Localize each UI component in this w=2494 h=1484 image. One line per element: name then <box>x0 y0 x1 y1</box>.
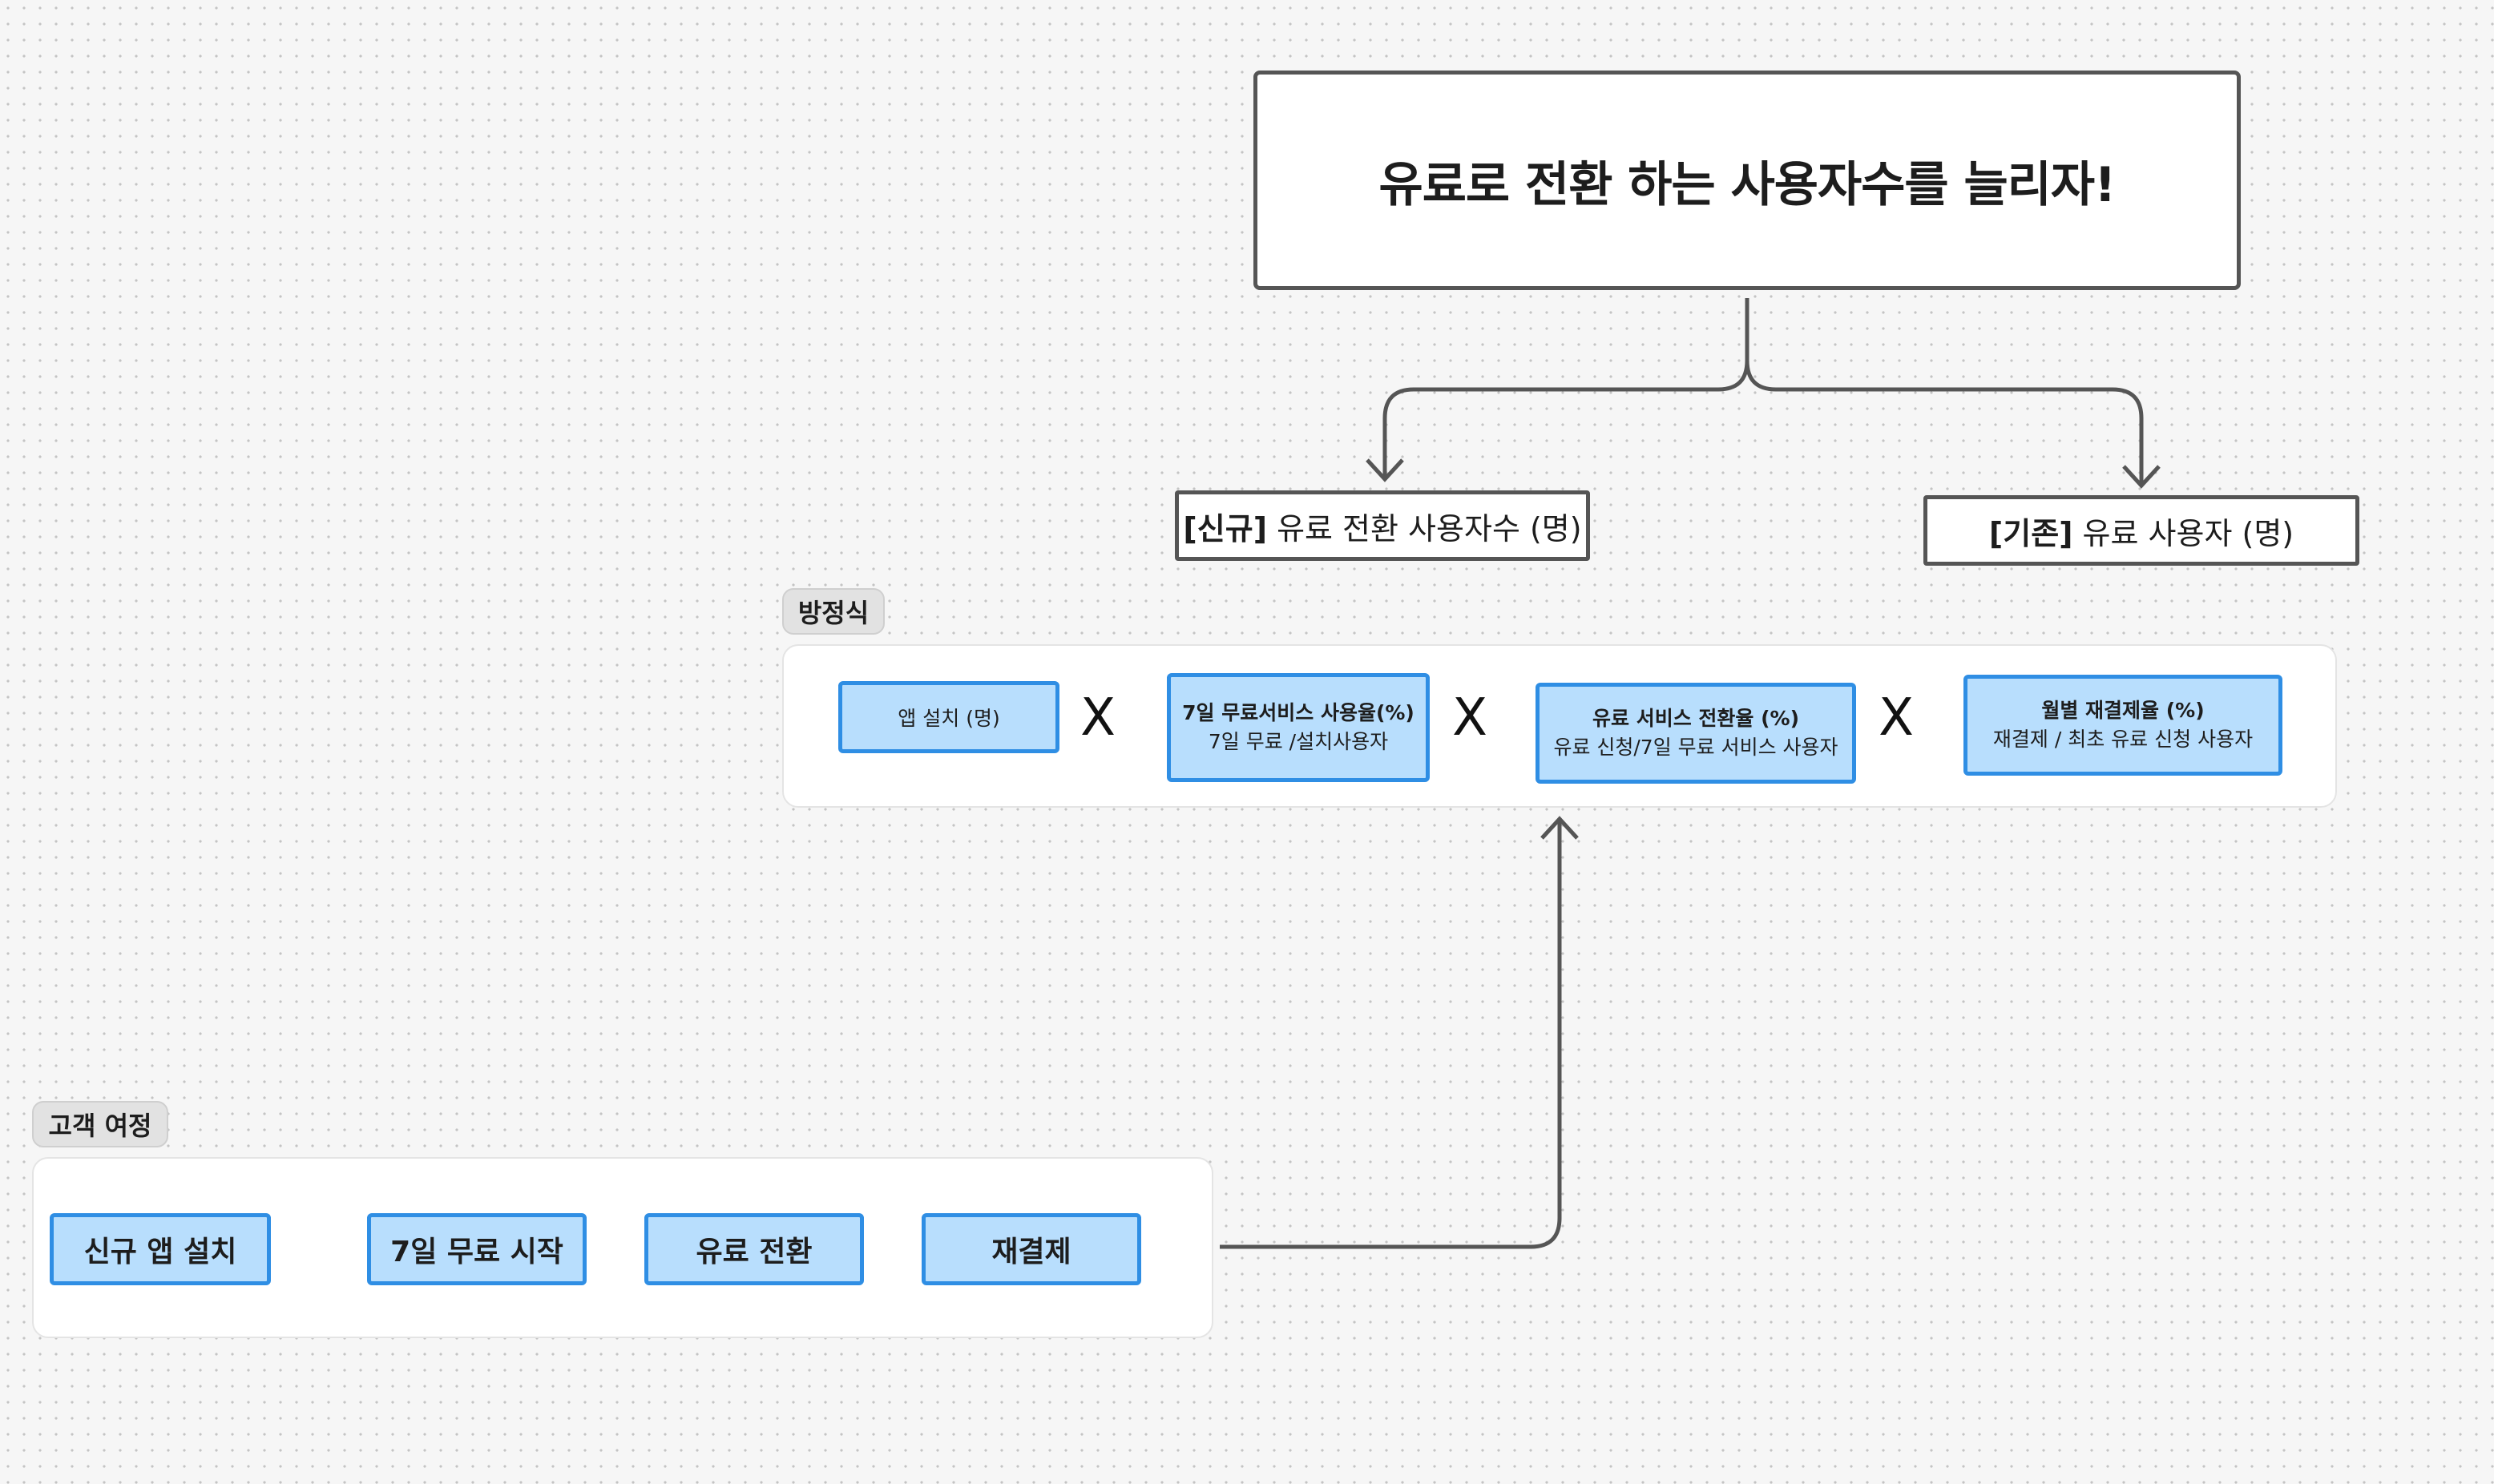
metric-new-paid-users[interactable]: [신규] 유료 전환 사용자수 (명) <box>1175 490 1590 561</box>
equation-term-app-installs[interactable]: 앱 설치 (명) <box>838 681 1059 753</box>
connector-journey-to-equation <box>1220 821 1562 1249</box>
multiply-operator-3: X <box>1879 688 1914 748</box>
metric-new-label: 유료 전환 사용자수 (명) <box>1277 510 1582 546</box>
journey-step-free-trial-start[interactable]: 7일 무료 시작 <box>367 1213 587 1285</box>
equation-tag: 방정식 <box>782 588 885 635</box>
term-3-title: 유료 서비스 전환율 (%) <box>1592 707 1799 730</box>
equation-term-monthly-repayment-rate[interactable]: 월별 재결제율 (%) 재결제 / 최초 유료 신청 사용자 <box>1963 675 2282 776</box>
journey-tag: 고객 여정 <box>32 1101 168 1147</box>
arrowhead-new <box>1366 458 1404 482</box>
equation-term-paid-conversion-rate[interactable]: 유료 서비스 전환율 (%) 유료 신청/7일 무료 서비스 사용자 <box>1536 683 1856 784</box>
metric-existing-paid-users[interactable]: [기존] 유료 사용자 (명) <box>1923 495 2359 566</box>
term-4-title: 월별 재결제율 (%) <box>2041 699 2205 722</box>
term-2-title: 7일 무료서비스 사용율(%) <box>1182 701 1414 724</box>
arrowhead-equation <box>1540 816 1579 840</box>
connector-goal-to-new <box>1382 298 1749 478</box>
term-1-label: 앱 설치 (명) <box>898 707 1000 730</box>
goal-box[interactable]: 유료로 전환 하는 사용자수를 늘리자! <box>1253 71 2241 290</box>
equation-term-free-trial-rate[interactable]: 7일 무료서비스 사용율(%) 7일 무료 /설치사용자 <box>1167 673 1430 782</box>
metric-existing-prefix: [기존] <box>1988 515 2073 551</box>
multiply-operator-2: X <box>1452 688 1487 748</box>
term-2-formula: 7일 무료 /설치사용자 <box>1208 730 1389 753</box>
journey-step-4-label: 재결제 <box>991 1236 1071 1268</box>
term-4-formula: 재결제 / 최초 유료 신청 사용자 <box>1992 728 2254 751</box>
journey-step-repayment[interactable]: 재결제 <box>922 1213 1141 1285</box>
journey-step-new-install[interactable]: 신규 앱 설치 <box>50 1213 271 1285</box>
journey-step-paid-conversion[interactable]: 유료 전환 <box>644 1213 864 1285</box>
journey-step-1-label: 신규 앱 설치 <box>83 1236 237 1268</box>
term-3-formula: 유료 신청/7일 무료 서비스 사용자 <box>1553 736 1838 759</box>
journey-step-2-label: 7일 무료 시작 <box>390 1236 563 1268</box>
journey-step-3-label: 유료 전환 <box>696 1236 813 1268</box>
metric-new-prefix: [신규] <box>1183 510 1268 546</box>
arrowhead-existing <box>2122 465 2161 489</box>
metric-existing-label: 유료 사용자 (명) <box>2082 515 2294 551</box>
connector-goal-to-existing <box>1745 360 2144 484</box>
goal-title: 유료로 전환 하는 사용자수를 늘리자! <box>1378 156 2117 213</box>
multiply-operator-1: X <box>1080 688 1116 748</box>
